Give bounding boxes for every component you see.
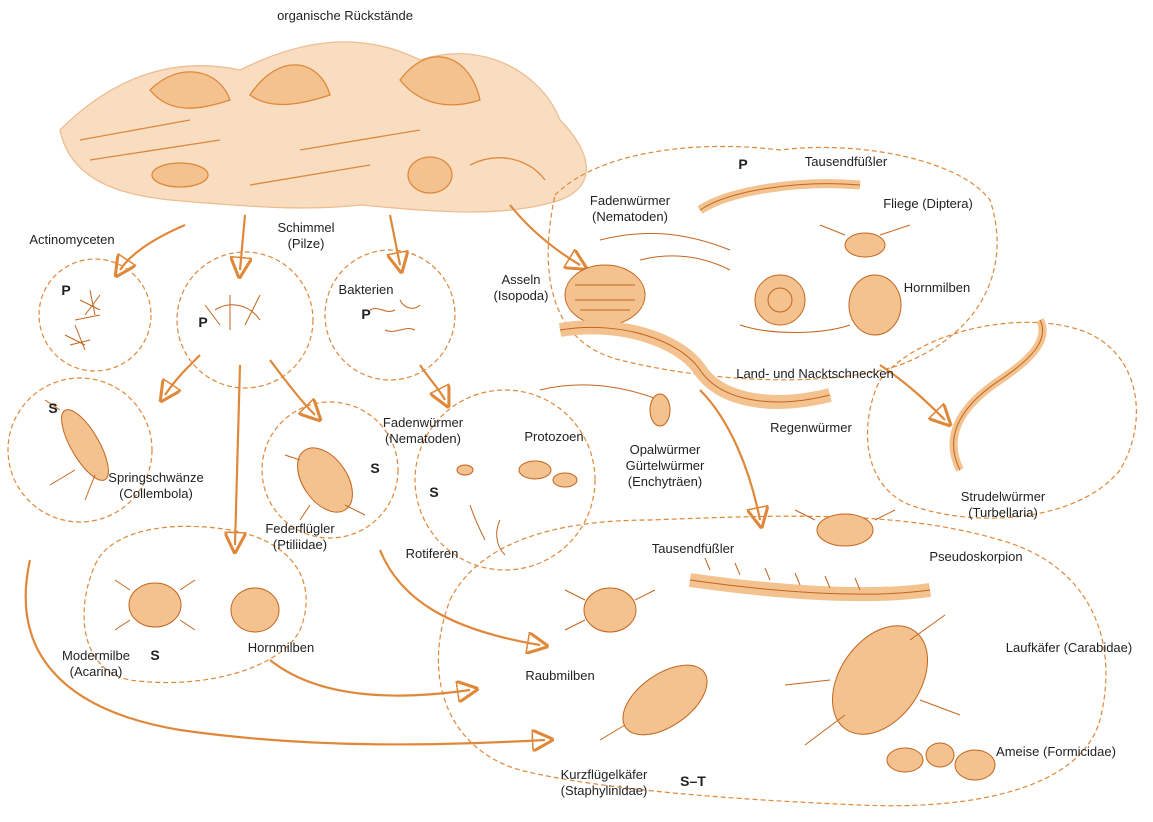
label-federfluegler-line2: (Ptiliidae) bbox=[265, 537, 334, 553]
tier-marker-p-top: P bbox=[738, 156, 747, 172]
protozoa-sketch bbox=[457, 461, 577, 555]
label-kurzfluegelkaefer: Kurzflügelkäfer (Staphylinidae) bbox=[561, 767, 648, 799]
tier-marker-p-schimmel: P bbox=[198, 314, 207, 330]
label-asseln-line1: Asseln bbox=[494, 272, 549, 288]
label-ameise: Ameise (Formicidae) bbox=[996, 744, 1116, 760]
pseudoscorpion-sketch bbox=[795, 510, 895, 546]
isopod-sketch bbox=[565, 265, 645, 325]
label-pseudoskorpion: Pseudoskorpion bbox=[929, 549, 1022, 565]
label-protozoen: Protozoen bbox=[524, 429, 583, 445]
label-fadenwuermer-mid-line1: Fadenwürmer bbox=[383, 415, 463, 431]
rove-beetle-sketch bbox=[600, 651, 719, 749]
tier-marker-s-federfluegler: S bbox=[370, 460, 379, 476]
label-fadenwuermer-mid: Fadenwürmer (Nematoden) bbox=[383, 415, 463, 447]
centipede-bottom-sketch bbox=[690, 558, 930, 594]
label-regenwuermer: Regenwürmer bbox=[770, 420, 852, 436]
mold-sketch bbox=[205, 295, 260, 330]
label-opalwuermer-line1: Opalwürmer bbox=[626, 442, 705, 458]
tier-marker-s-modermilbe: S bbox=[150, 647, 159, 663]
tier-marker-st-bottom: S–T bbox=[680, 773, 706, 789]
label-fadenwuermer-mid-line2: (Nematoden) bbox=[383, 431, 463, 447]
label-kurzfluegelkaefer-line1: Kurzflügelkäfer bbox=[561, 767, 648, 783]
label-tausendfuessler-bottom: Tausendfüßler bbox=[652, 541, 734, 557]
tier-marker-s-springschwaenze: S bbox=[48, 400, 57, 416]
label-schimmel: Schimmel (Pilze) bbox=[277, 220, 334, 252]
mite-sketch bbox=[115, 580, 279, 632]
label-schimmel-line2: (Pilze) bbox=[277, 236, 334, 252]
label-fadenwuermer-top: Fadenwürmer (Nematoden) bbox=[590, 193, 670, 225]
label-rotiferen: Rotiferen bbox=[406, 546, 459, 562]
label-fadenwuermer-top-line1: Fadenwürmer bbox=[590, 193, 670, 209]
label-opalwuermer-line3: (Enchyträen) bbox=[626, 474, 705, 490]
tier-marker-p-bakterien: P bbox=[361, 306, 370, 322]
label-opalwuermer: Opalwürmer Gürtelwürmer (Enchyträen) bbox=[626, 442, 705, 490]
label-asseln-line2: (Isopoda) bbox=[494, 288, 549, 304]
snail-sketch bbox=[740, 275, 850, 333]
label-laufkaefer: Laufkäfer (Carabidae) bbox=[1006, 640, 1132, 656]
label-modermilbe-line1: Modermilbe bbox=[62, 648, 130, 664]
actinomyces-sketch bbox=[65, 290, 100, 350]
label-bakterien: Bakterien bbox=[339, 282, 394, 298]
label-tausendfuessler-top: Tausendfüßler bbox=[805, 154, 887, 170]
fly-sketch bbox=[820, 225, 910, 257]
tier-marker-p-actinomyceten: P bbox=[61, 282, 70, 298]
enchytraeid-sketch bbox=[540, 385, 670, 426]
bacteria-sketch bbox=[370, 300, 420, 331]
nematode-top-sketch bbox=[600, 233, 730, 270]
label-strudelwuermer-line1: Strudelwürmer bbox=[961, 489, 1046, 505]
oribatid-mite-top-sketch bbox=[849, 275, 901, 335]
label-opalwuermer-line2: Gürtelwürmer bbox=[626, 458, 705, 474]
ground-beetle-sketch bbox=[785, 608, 960, 752]
label-fadenwuermer-top-line2: (Nematoden) bbox=[590, 209, 670, 225]
label-raubmilben: Raubmilben bbox=[525, 668, 594, 684]
label-kurzfluegelkaefer-line2: (Staphylinidae) bbox=[561, 783, 648, 799]
tier-marker-s-protozoen: S bbox=[429, 484, 438, 500]
ant-sketch bbox=[887, 743, 995, 780]
label-actinomyceten: Actinomyceten bbox=[29, 232, 114, 248]
predatory-mite-sketch bbox=[565, 588, 655, 632]
label-springschwaenze-line1: Springschwänze bbox=[108, 470, 203, 486]
featherwing-beetle-sketch bbox=[285, 438, 365, 522]
label-strudelwuermer: Strudelwürmer (Turbellaria) bbox=[961, 489, 1046, 521]
label-asseln: Asseln (Isopoda) bbox=[494, 272, 549, 304]
label-schimmel-line1: Schimmel bbox=[277, 220, 334, 236]
label-springschwaenze-line2: (Collembola) bbox=[108, 486, 203, 502]
label-organic-residues: organische Rückstände bbox=[277, 8, 413, 24]
label-modermilbe: Modermilbe (Acarina) bbox=[62, 648, 130, 680]
label-federfluegler-line1: Federflügler bbox=[265, 521, 334, 537]
label-federfluegler: Federflügler (Ptiliidae) bbox=[265, 521, 334, 553]
label-hornmilben-top: Hornmilben bbox=[904, 280, 970, 296]
millipede-top-sketch bbox=[700, 184, 860, 210]
label-hornmilben-bottom: Hornmilben bbox=[248, 640, 314, 656]
earthworm-sketch bbox=[560, 327, 830, 401]
label-modermilbe-line2: (Acarina) bbox=[62, 664, 130, 680]
label-springschwaenze: Springschwänze (Collembola) bbox=[108, 470, 203, 502]
label-schnecken: Land- und Nacktschnecken bbox=[736, 366, 894, 382]
label-strudelwuermer-line2: (Turbellaria) bbox=[961, 505, 1046, 521]
organic-residues-illustration bbox=[60, 42, 586, 212]
label-fliege: Fliege (Diptera) bbox=[883, 196, 973, 212]
flatworm-sketch bbox=[954, 320, 1043, 470]
